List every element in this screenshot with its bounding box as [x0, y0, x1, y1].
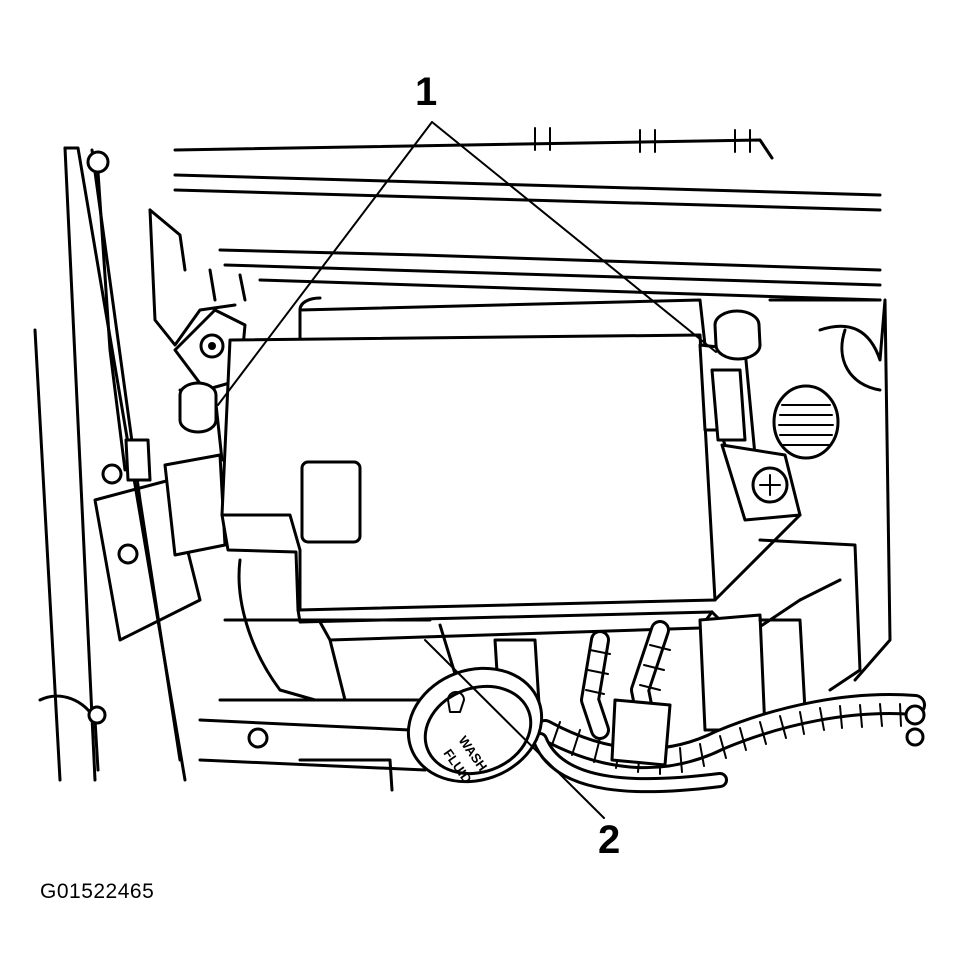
wiring-harness: [532, 620, 926, 794]
figure-id: G01522465: [40, 880, 155, 903]
leader-lines: [217, 121, 717, 819]
vent-grille: [772, 384, 840, 460]
hood-prop-clip: [124, 438, 152, 482]
leader-line-2: [424, 639, 605, 819]
washer-fluid-cap: WASH FLUID: [406, 666, 544, 786]
leader-line-1-right: [431, 121, 717, 353]
left-mounting-tab: [178, 381, 218, 434]
right-mounting-tab: [710, 368, 747, 442]
right-bracket: [698, 309, 802, 642]
leader-line-1-left: [217, 121, 433, 406]
underhood-fuse-block: [220, 296, 717, 642]
callout-2: 2: [598, 818, 621, 862]
right-side-structure: [698, 298, 892, 732]
fender-bolt-top: [86, 150, 110, 174]
fender-bolt-low: [117, 543, 139, 565]
cowl-lines: [173, 127, 882, 302]
fuse-block-cover: [220, 333, 717, 612]
fender-bolt-mid: [101, 463, 123, 485]
cover-release-tab: [300, 460, 362, 544]
callout-1: 1: [415, 70, 438, 114]
left-fender: [33, 146, 202, 782]
